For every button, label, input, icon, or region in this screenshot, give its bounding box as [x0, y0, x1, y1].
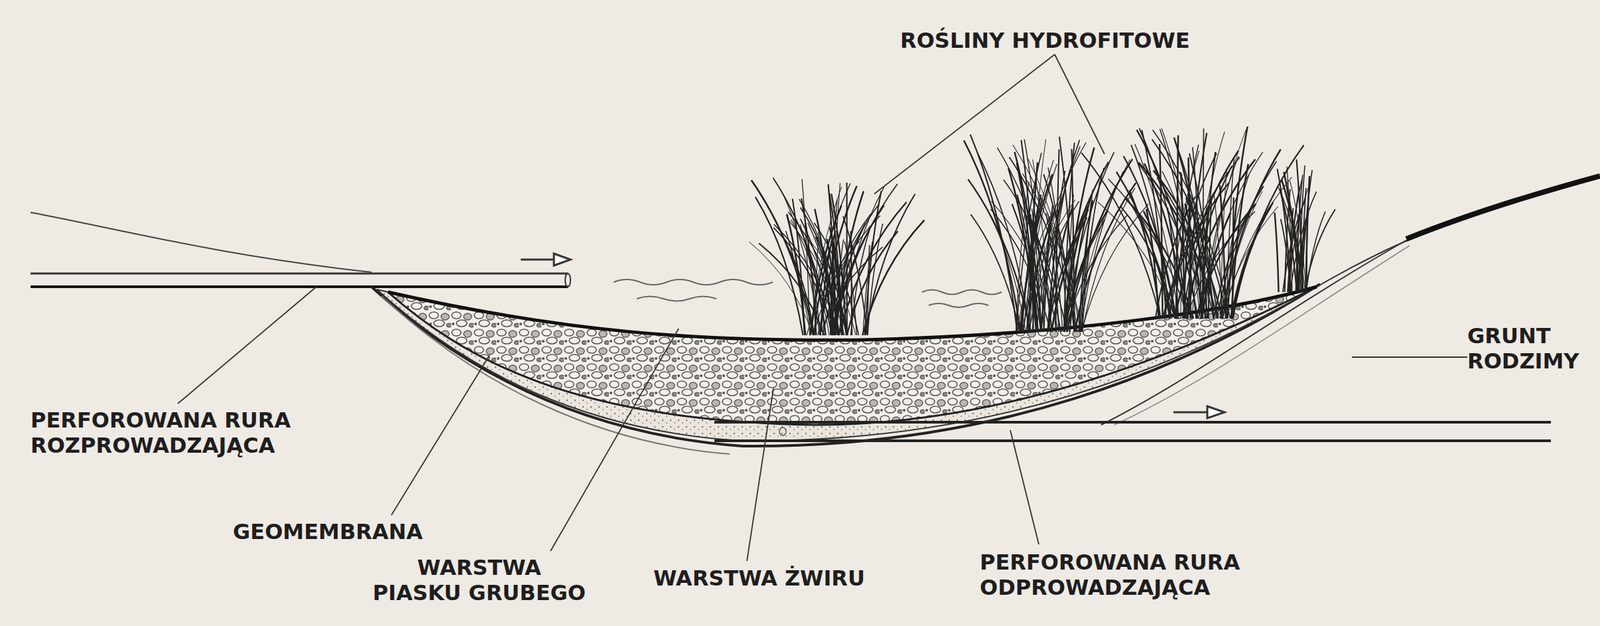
membrane-label: GEOMEMBRANA — [232, 518, 423, 544]
soil-label: GRUNT RODZIMY — [1467, 323, 1595, 375]
part-label: ROŚLINY HYDROFITOWE — [900, 27, 1191, 54]
outlet-label: PERFOROWANA RURA ODPROWADZAJĄCA — [979, 549, 1292, 601]
part-label: GEOMEMBRANA — [232, 518, 423, 544]
part-label: WARSTWA PIASKU GRUBEGO — [371, 554, 588, 606]
inlet-label: PERFOROWANA RURA ROZPROWADZAJĄCA — [30, 407, 316, 459]
part-label: WARSTWA ŻWIRU — [653, 565, 866, 591]
part-label: PERFOROWANA RURA ROZPROWADZAJĄCA — [30, 407, 316, 459]
part-label: PERFOROWANA RURA ODPROWADZAJĄCA — [979, 549, 1292, 601]
gravel-label: WARSTWA ŻWIRU — [653, 565, 866, 591]
sand-label: WARSTWA PIASKU GRUBEGO — [371, 554, 588, 606]
part-label: GRUNT RODZIMY — [1467, 323, 1595, 375]
plants-label: ROŚLINY HYDROFITOWE — [900, 27, 1191, 54]
